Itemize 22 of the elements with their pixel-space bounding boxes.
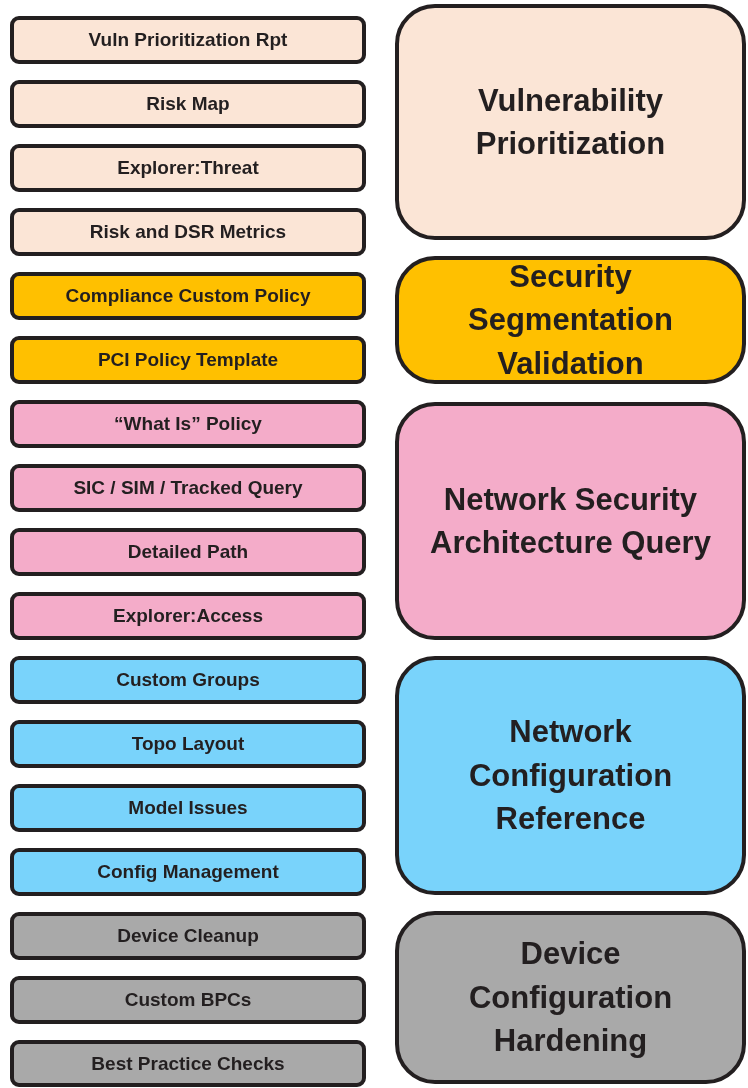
feature-box: Best Practice Checks (10, 1040, 366, 1087)
category-box: Device Configuration Hardening (395, 911, 746, 1084)
feature-box: Detailed Path (10, 528, 366, 576)
feature-box: Model Issues (10, 784, 366, 832)
feature-box: PCI Policy Template (10, 336, 366, 384)
category-box: Vulnerability Prioritization (395, 4, 746, 240)
feature-box: SIC / SIM / Tracked Query (10, 464, 366, 512)
feature-box: Risk Map (10, 80, 366, 128)
category-box: Network Configuration Reference (395, 656, 746, 895)
feature-box: Vuln Prioritization Rpt (10, 16, 366, 64)
feature-box: Topo Layout (10, 720, 366, 768)
feature-box: “What Is” Policy (10, 400, 366, 448)
category-box: Security Segmentation Validation (395, 256, 746, 384)
feature-box: Explorer:Access (10, 592, 366, 640)
feature-box: Custom Groups (10, 656, 366, 704)
feature-box: Custom BPCs (10, 976, 366, 1024)
feature-box: Config Management (10, 848, 366, 896)
category-box: Network Security Architecture Query (395, 402, 746, 640)
feature-box: Device Cleanup (10, 912, 366, 960)
feature-box: Compliance Custom Policy (10, 272, 366, 320)
feature-box: Risk and DSR Metrics (10, 208, 366, 256)
feature-box: Explorer:Threat (10, 144, 366, 192)
